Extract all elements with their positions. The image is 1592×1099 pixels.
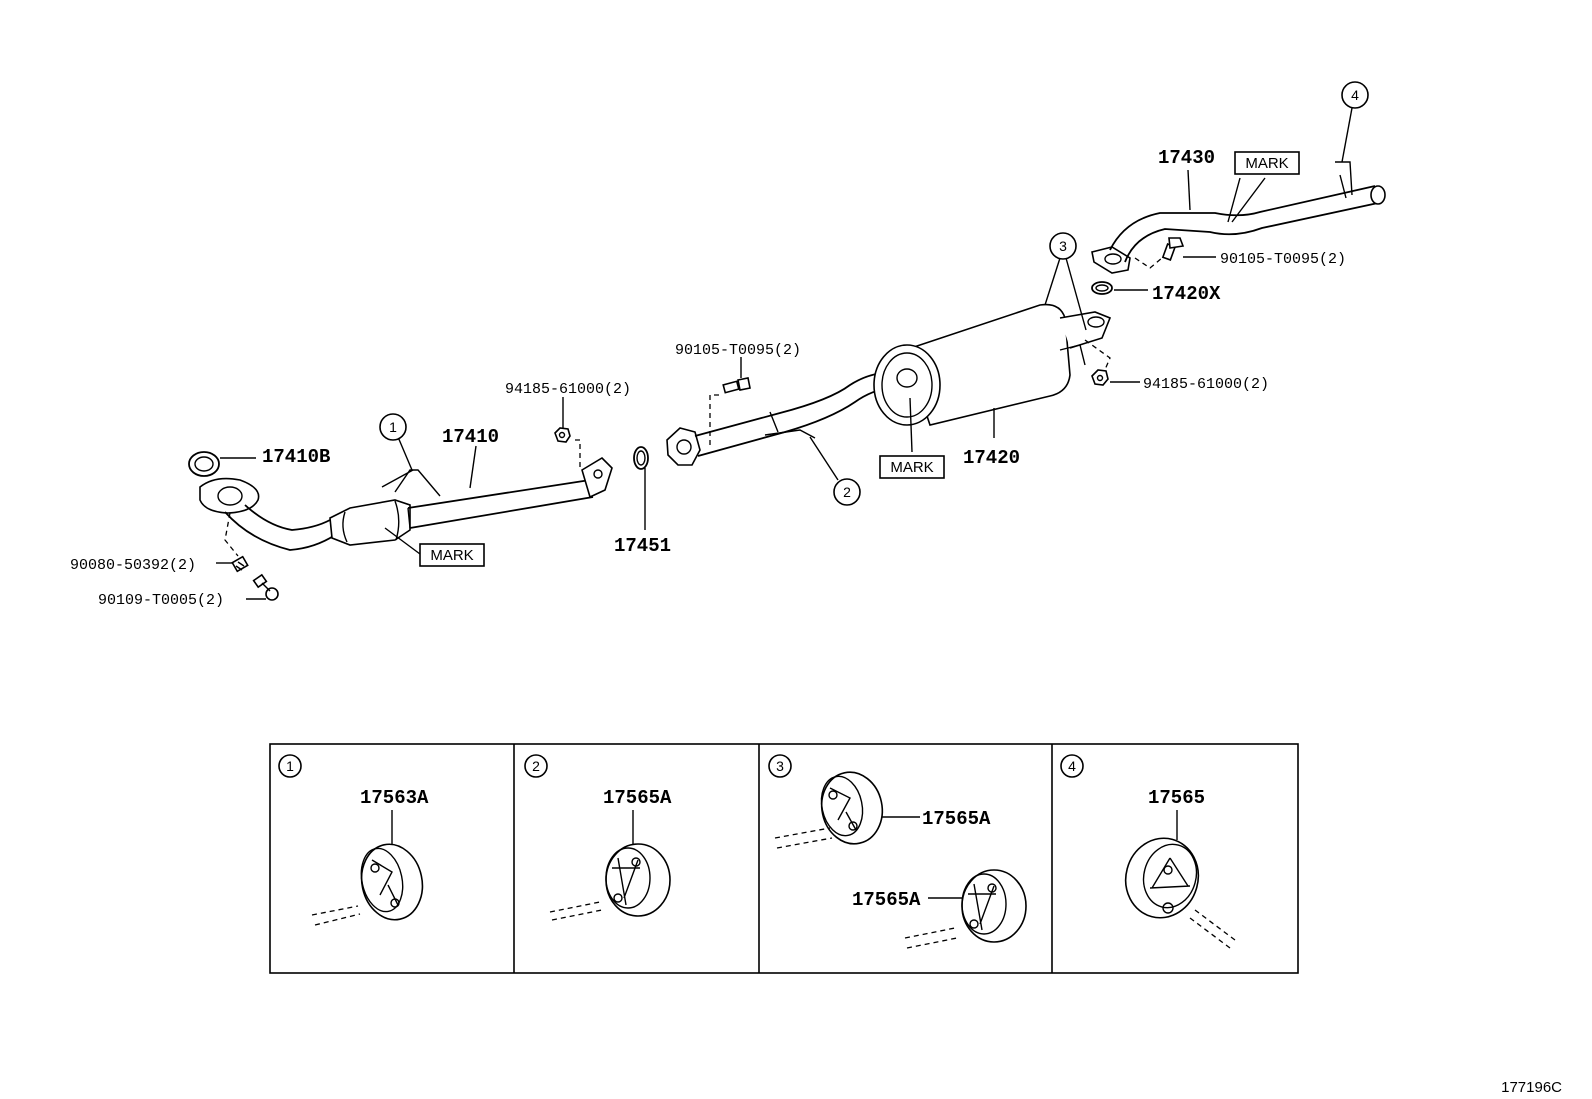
label-17420: 17420 [963, 447, 1020, 469]
rubber-hanger-icon [605, 843, 671, 917]
catalytic-converter [329, 499, 411, 546]
label-17430: 17430 [1158, 147, 1215, 169]
center-pipe-muffler [666, 257, 1140, 481]
label-90109: 90109-T0005(2) [98, 592, 224, 609]
mark-label-front: MARK [419, 543, 485, 567]
detail-panels: 1 17563A 2 17565A [269, 743, 1299, 974]
nut-94185-front [554, 427, 571, 443]
panel-1: 1 17563A [278, 754, 429, 926]
panel-4: 4 17565 [1060, 754, 1236, 949]
bolt-90109 [252, 573, 279, 601]
svg-text:4: 4 [1068, 758, 1076, 774]
gasket-17410b [188, 451, 220, 477]
bolt-90105-rear [1161, 237, 1185, 261]
rubber-hanger-icon [1124, 837, 1200, 919]
rubber-hanger-icon [961, 869, 1027, 943]
label-90080: 90080-50392(2) [70, 557, 196, 574]
svg-text:3: 3 [776, 758, 784, 774]
svg-text:2: 2 [843, 484, 851, 500]
svg-text:1: 1 [389, 419, 397, 435]
label-90105-rear: 90105-T0095(2) [1220, 251, 1346, 268]
front-pipe-assembly [188, 397, 613, 601]
callout-2: 2 [833, 478, 861, 506]
mark-label-muffler: MARK [879, 455, 945, 479]
svg-text:3: 3 [1059, 238, 1067, 254]
gasket-17420x [1091, 281, 1113, 295]
panel-3-part-b: 17565A [852, 889, 921, 911]
label-17451: 17451 [614, 535, 671, 557]
mark-label-tailpipe: MARK [1234, 151, 1300, 175]
callout-1: 1 [379, 413, 407, 441]
svg-text:2: 2 [532, 758, 540, 774]
bolt-90105-center [722, 377, 751, 394]
nut-94185-rear [1091, 369, 1109, 386]
rubber-hanger-icon [360, 843, 424, 921]
svg-text:4: 4 [1351, 87, 1359, 103]
drawing-code: 177196C [1501, 1079, 1562, 1096]
panel-3-part-a: 17565A [922, 808, 991, 830]
callout-4: 4 [1341, 81, 1369, 109]
panel-2: 2 17565A [524, 754, 672, 921]
callout-3: 3 [1049, 232, 1077, 260]
svg-text:MARK: MARK [890, 459, 933, 476]
svg-text:1: 1 [286, 758, 294, 774]
svg-text:MARK: MARK [430, 547, 473, 564]
gasket-17451 [633, 446, 649, 530]
label-94185-front: 94185-61000(2) [505, 381, 631, 398]
svg-text:MARK: MARK [1245, 155, 1288, 172]
panel-2-part: 17565A [603, 787, 672, 809]
panel-1-part: 17563A [360, 787, 429, 809]
label-17420x: 17420X [1152, 283, 1221, 305]
bolt-90080 [231, 555, 249, 573]
leader-callout-1 [397, 436, 413, 471]
panel-4-part: 17565 [1148, 787, 1205, 809]
tail-pipe-17430 [1091, 107, 1386, 295]
label-17410: 17410 [442, 426, 499, 448]
rubber-hanger-icon [820, 771, 884, 845]
front-flange [199, 477, 260, 514]
label-90105-center: 90105-T0095(2) [675, 342, 801, 359]
label-94185-rear: 94185-61000(2) [1143, 376, 1269, 393]
panel-3: 3 17565A 17565A [768, 754, 1027, 949]
label-17410b: 17410B [262, 446, 330, 468]
